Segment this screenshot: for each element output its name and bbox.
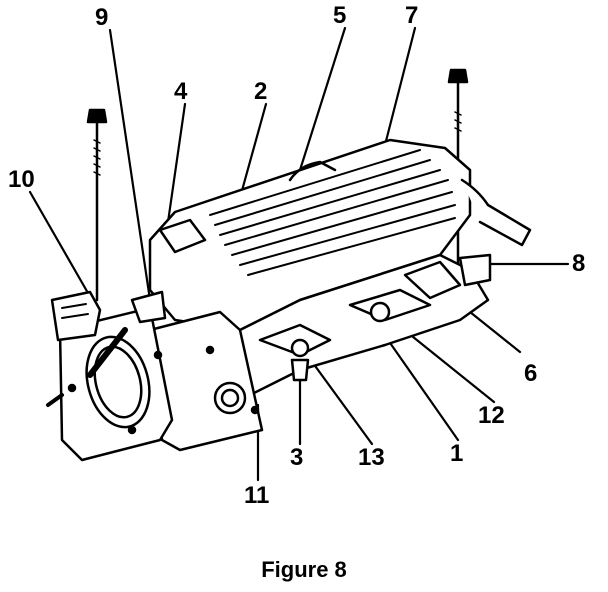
figure-caption: Figure 8	[261, 557, 347, 582]
callout-5: 5	[333, 2, 347, 29]
callout-4: 4	[174, 78, 188, 105]
callout-3: 3	[290, 444, 304, 471]
leader-9	[108, 28, 152, 302]
callout-9: 9	[95, 4, 109, 31]
leader-6	[468, 310, 522, 354]
leader-1	[386, 338, 460, 442]
callout-13: 13	[358, 444, 385, 471]
callout-10: 10	[8, 166, 35, 193]
plenum-cover	[148, 138, 472, 332]
callout-1: 1	[450, 440, 464, 467]
front-end-plate	[148, 310, 264, 452]
callout-6: 6	[524, 360, 538, 387]
leader-5	[298, 26, 347, 172]
leader-10	[28, 190, 94, 302]
leader-4	[166, 102, 187, 224]
callout-7: 7	[405, 2, 419, 29]
leader-7	[383, 26, 417, 147]
callout-11: 11	[244, 482, 270, 509]
callout-2: 2	[254, 78, 268, 105]
callout-8: 8	[572, 250, 586, 277]
left-bolt	[86, 108, 108, 302]
throttle-body	[46, 290, 174, 462]
callout-12: 12	[478, 402, 505, 429]
